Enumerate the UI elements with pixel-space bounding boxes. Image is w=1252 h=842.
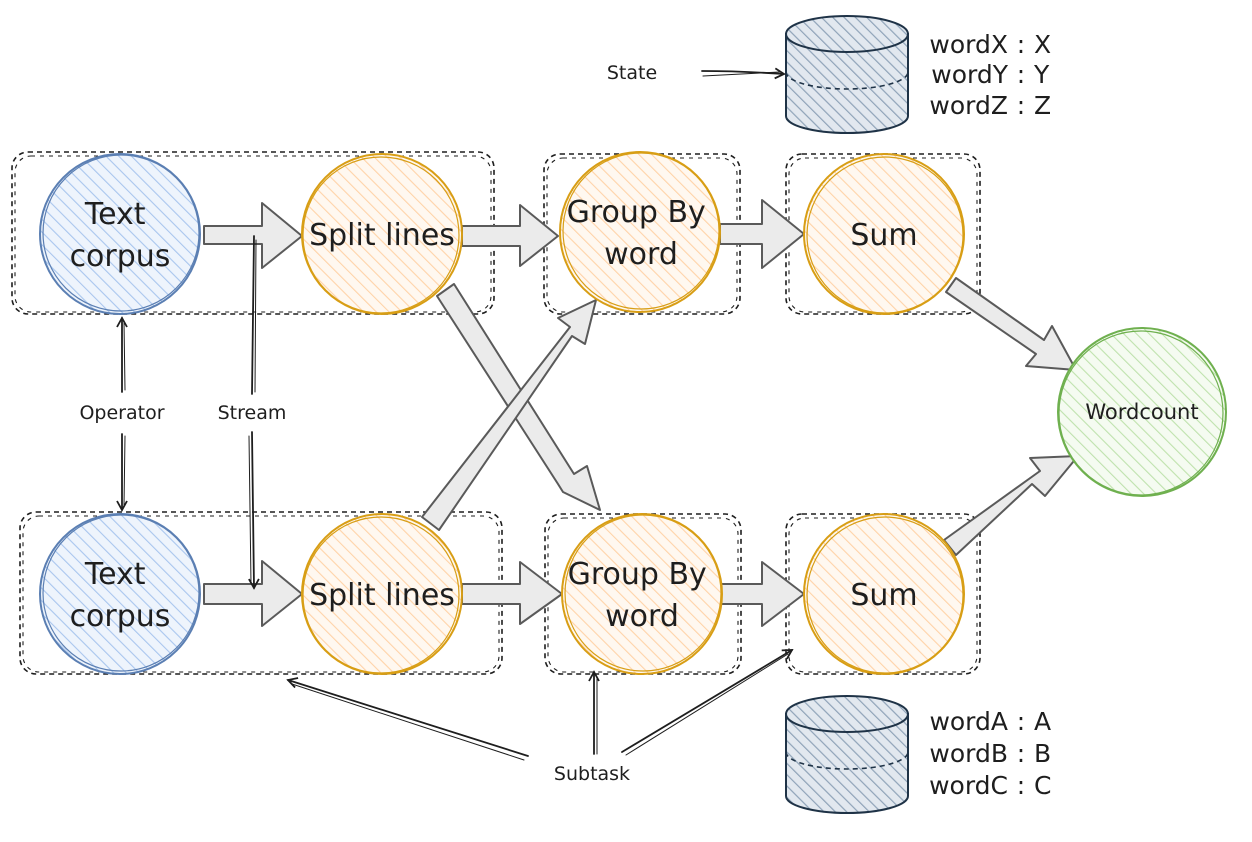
- svg-text:Sum: Sum: [850, 218, 917, 253]
- pointer-stream-up: [251, 235, 255, 395]
- node-label-line: Split lines: [309, 218, 455, 253]
- node-label-line: Group By: [567, 195, 706, 230]
- state-value: B: [1034, 739, 1051, 768]
- state-key: wordA: [929, 707, 1008, 736]
- node-wordcount: Wordcount: [1057, 327, 1227, 497]
- state-key: wordB: [929, 739, 1008, 768]
- state-key: wordC: [929, 771, 1008, 800]
- state-key: wordX: [929, 30, 1008, 59]
- state-separator: :: [1017, 707, 1025, 736]
- node-text-corpus-top: Text corpus: [39, 153, 201, 315]
- node-label-line: Wordcount: [1085, 400, 1198, 424]
- stream-arrow-split-to-groupby-bottom: [461, 561, 563, 625]
- annotation-operator-label: Operator: [79, 402, 164, 424]
- annotation-stream-label: Stream: [218, 402, 287, 424]
- node-group-by-bottom: Group By word: [561, 513, 723, 675]
- node-split-lines-bottom: Split lines: [301, 513, 463, 675]
- node-label-line: word: [604, 237, 678, 272]
- state-separator: :: [1017, 771, 1025, 800]
- state-value: A: [1034, 707, 1051, 736]
- stream-arrow-split-bottom-to-groupby-top: [421, 299, 597, 531]
- svg-text:Group By word: Group By word: [567, 195, 716, 272]
- stream-arrow-groupby-to-sum-top: [719, 199, 805, 269]
- state-key: wordZ: [929, 91, 1008, 120]
- svg-text:Split lines: Split lines: [309, 218, 455, 253]
- state-separator: :: [1017, 30, 1025, 59]
- node-split-lines-top: Split lines: [301, 153, 463, 315]
- stream-arrow-groupby-to-sum-bottom: [719, 561, 805, 627]
- annotation-state-label: State: [607, 62, 657, 84]
- svg-text:Text corpus: Text corpus: [70, 557, 171, 634]
- node-sum-bottom: Sum: [803, 513, 965, 675]
- stream-arrow-corpus-to-split-top: [203, 202, 303, 269]
- state-separator: :: [1017, 60, 1025, 89]
- pointer-state-to-store: [701, 67, 786, 80]
- stream-arrow-corpus-to-split-bottom: [203, 560, 303, 627]
- node-label-line: Split lines: [309, 578, 455, 613]
- node-text-corpus-bottom: Text corpus: [39, 513, 201, 675]
- state-value: X: [1034, 30, 1051, 59]
- subtask-group-source-bottom: [19, 511, 503, 675]
- state-value: C: [1034, 771, 1051, 800]
- state-value: Y: [1033, 60, 1050, 89]
- state-value: Z: [1034, 91, 1051, 120]
- svg-text:Split lines: Split lines: [309, 578, 455, 613]
- node-label-line: Text: [84, 197, 146, 232]
- node-label-line: corpus: [70, 239, 171, 274]
- svg-text:Group By word: Group By word: [568, 557, 717, 634]
- state-entries-top: wordX : X wordY : Y wordZ : Z: [929, 30, 1051, 120]
- node-group-by-top: Group By word: [559, 151, 721, 313]
- stream-arrow-sum-bottom-to-wordcount: [943, 455, 1079, 556]
- node-label-line: Text: [84, 557, 146, 592]
- state-store-bottom: [785, 695, 909, 814]
- pointer-stream-down: [248, 431, 260, 590]
- svg-text:Wordcount: Wordcount: [1085, 400, 1198, 424]
- node-label-line: word: [605, 599, 679, 634]
- svg-text:Sum: Sum: [850, 578, 917, 613]
- state-key: wordY: [931, 60, 1008, 89]
- node-sum-top: Sum: [803, 153, 965, 315]
- node-label-line: Group By: [568, 557, 707, 592]
- state-entries-bottom: wordA : A wordB : B wordC : C: [929, 707, 1051, 800]
- annotation-subtask-label: Subtask: [554, 763, 630, 785]
- pointer-subtask-to-sum: [621, 649, 794, 753]
- stream-arrow-sum-top-to-wordcount: [945, 277, 1077, 371]
- pointer-subtask-to-source: [286, 677, 529, 757]
- node-label-line: corpus: [70, 599, 171, 634]
- state-store-top: [785, 15, 909, 134]
- state-separator: :: [1017, 739, 1025, 768]
- stream-arrow-split-to-groupby-top: [461, 204, 559, 267]
- svg-text:Text corpus: Text corpus: [70, 197, 171, 274]
- node-label-line: Sum: [850, 578, 917, 613]
- node-label-line: Sum: [850, 218, 917, 253]
- state-separator: :: [1017, 91, 1025, 120]
